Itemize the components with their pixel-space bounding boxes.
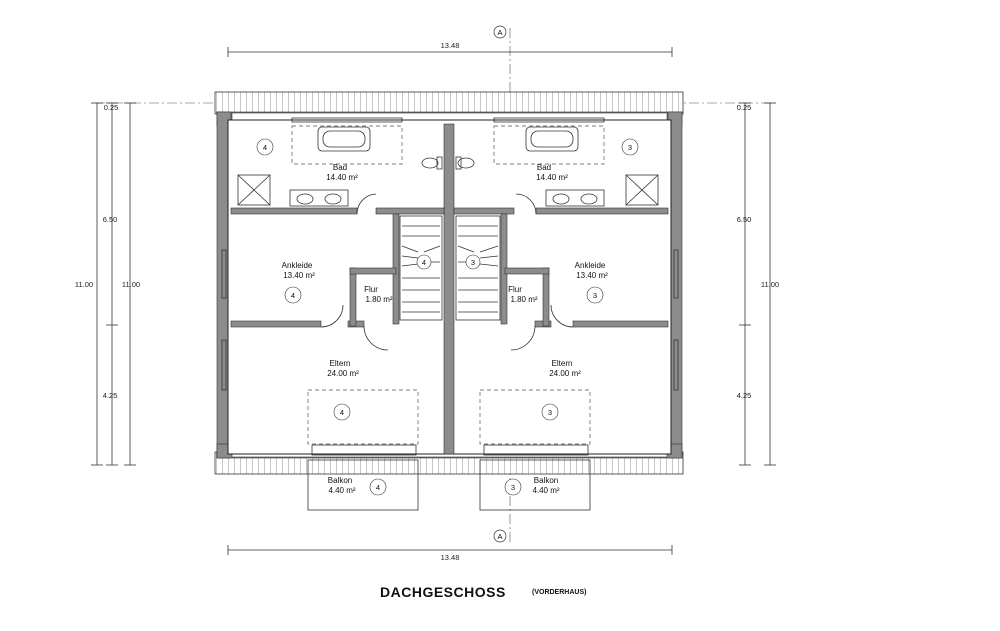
skylight-bad-left [291,125,403,165]
bathtub-right [525,126,579,152]
dimension-depth-right: 0.25 6.50 4.25 11.00 [737,102,779,466]
skylight-bad-right [493,125,605,165]
balcony-door-right [483,444,589,456]
svg-text:Eltern: Eltern [552,359,573,368]
room-ankleide-left: Ankleide 13.40 m² 4 [282,261,315,304]
svg-text:3: 3 [511,483,515,492]
stair-left: 4 [399,215,443,321]
svg-text:Flur: Flur [508,285,522,294]
svg-text:4.25: 4.25 [103,391,118,400]
window-top-left [291,117,403,123]
svg-text:11.00: 11.00 [75,280,93,289]
room-eltern-right: Eltern 24.00 m² 3 [541,359,581,421]
svg-text:1.80 m²: 1.80 m² [365,295,392,304]
svg-text:3: 3 [471,258,475,267]
svg-text:4: 4 [291,291,295,300]
interior-walls [230,207,669,328]
svg-text:A: A [497,28,502,37]
shower-left [237,174,271,206]
room-balkon-right: 3 Balkon 4.40 m² [504,476,560,496]
section-marker-bottom: A [493,529,507,543]
balcony-left [307,459,419,511]
svg-text:4: 4 [376,483,380,492]
shower-right [625,174,659,206]
dimension-width-top: 13.48 [227,41,673,57]
stair-right: 3 [455,215,501,321]
svg-text:13.40 m²: 13.40 m² [576,271,608,280]
svg-text:Balkon: Balkon [534,476,558,485]
door-swings [320,193,574,351]
svg-text:6.50: 6.50 [103,215,118,224]
bathtub-left [317,126,371,152]
svg-text:0.25: 0.25 [104,103,119,112]
balcony-right [479,459,591,511]
room-balkon-left: Balkon 4.40 m² 4 [328,476,387,496]
svg-text:3: 3 [628,143,632,152]
balcony-door-left [311,444,417,456]
washbasins-right [545,189,605,207]
window-top-right [493,117,605,123]
svg-text:4.40 m²: 4.40 m² [328,486,355,495]
skylight-eltern-right [479,389,591,445]
svg-text:4: 4 [422,258,426,267]
svg-text:6.50: 6.50 [737,215,752,224]
svg-text:14.40 m²: 14.40 m² [536,173,568,182]
plan-title: DACHGESCHOSS [380,584,506,600]
svg-text:3: 3 [548,408,552,417]
svg-text:24.00 m²: 24.00 m² [549,369,581,378]
toilet-right [455,156,475,170]
room-bad-right: 3 Bad 14.40 m² [536,138,639,182]
svg-text:4.40 m²: 4.40 m² [532,486,559,495]
room-eltern-left: Eltern 24.00 m² 4 [327,359,359,421]
dimension-width-bottom: 13.48 [227,545,673,562]
svg-text:13.48: 13.48 [441,553,460,562]
washbasins-left [289,189,349,207]
svg-text:4: 4 [340,408,344,417]
svg-text:Bad: Bad [333,163,347,172]
svg-text:4.25: 4.25 [737,391,752,400]
svg-text:13.40 m²: 13.40 m² [283,271,315,280]
room-ankleide-right: Ankleide 13.40 m² 3 [575,261,608,304]
svg-text:3: 3 [593,291,597,300]
svg-text:14.40 m²: 14.40 m² [326,173,358,182]
plan-subtitle: (VORDERHAUS) [532,589,587,596]
skylight-eltern-left [307,389,419,445]
svg-text:Ankleide: Ankleide [575,261,606,270]
party-wall [443,123,455,455]
svg-text:Flur: Flur [364,285,378,294]
svg-text:Ankleide: Ankleide [282,261,313,270]
svg-text:Balkon: Balkon [328,476,352,485]
svg-text:1.80 m²: 1.80 m² [510,295,537,304]
svg-text:4: 4 [263,143,267,152]
side-windows [221,249,679,391]
svg-text:Eltern: Eltern [330,359,351,368]
svg-text:11.00: 11.00 [122,280,140,289]
svg-text:24.00 m²: 24.00 m² [327,369,359,378]
toilet-left [421,156,443,170]
svg-text:A: A [497,532,502,541]
room-flur-left: Flur 1.80 m² [364,285,393,304]
section-marker-top: A [493,25,507,39]
svg-text:Bad: Bad [537,163,551,172]
dimension-depth-left: 0.25 6.50 4.25 11.00 11.00 [75,102,140,466]
svg-text:13.48: 13.48 [441,41,460,50]
room-bad-left: 4 Bad 14.40 m² [256,138,358,182]
roof-tiles-top [214,91,684,115]
svg-text:11.00: 11.00 [761,280,779,289]
svg-text:0.25: 0.25 [737,103,752,112]
room-flur-right: Flur 1.80 m² [508,285,538,304]
